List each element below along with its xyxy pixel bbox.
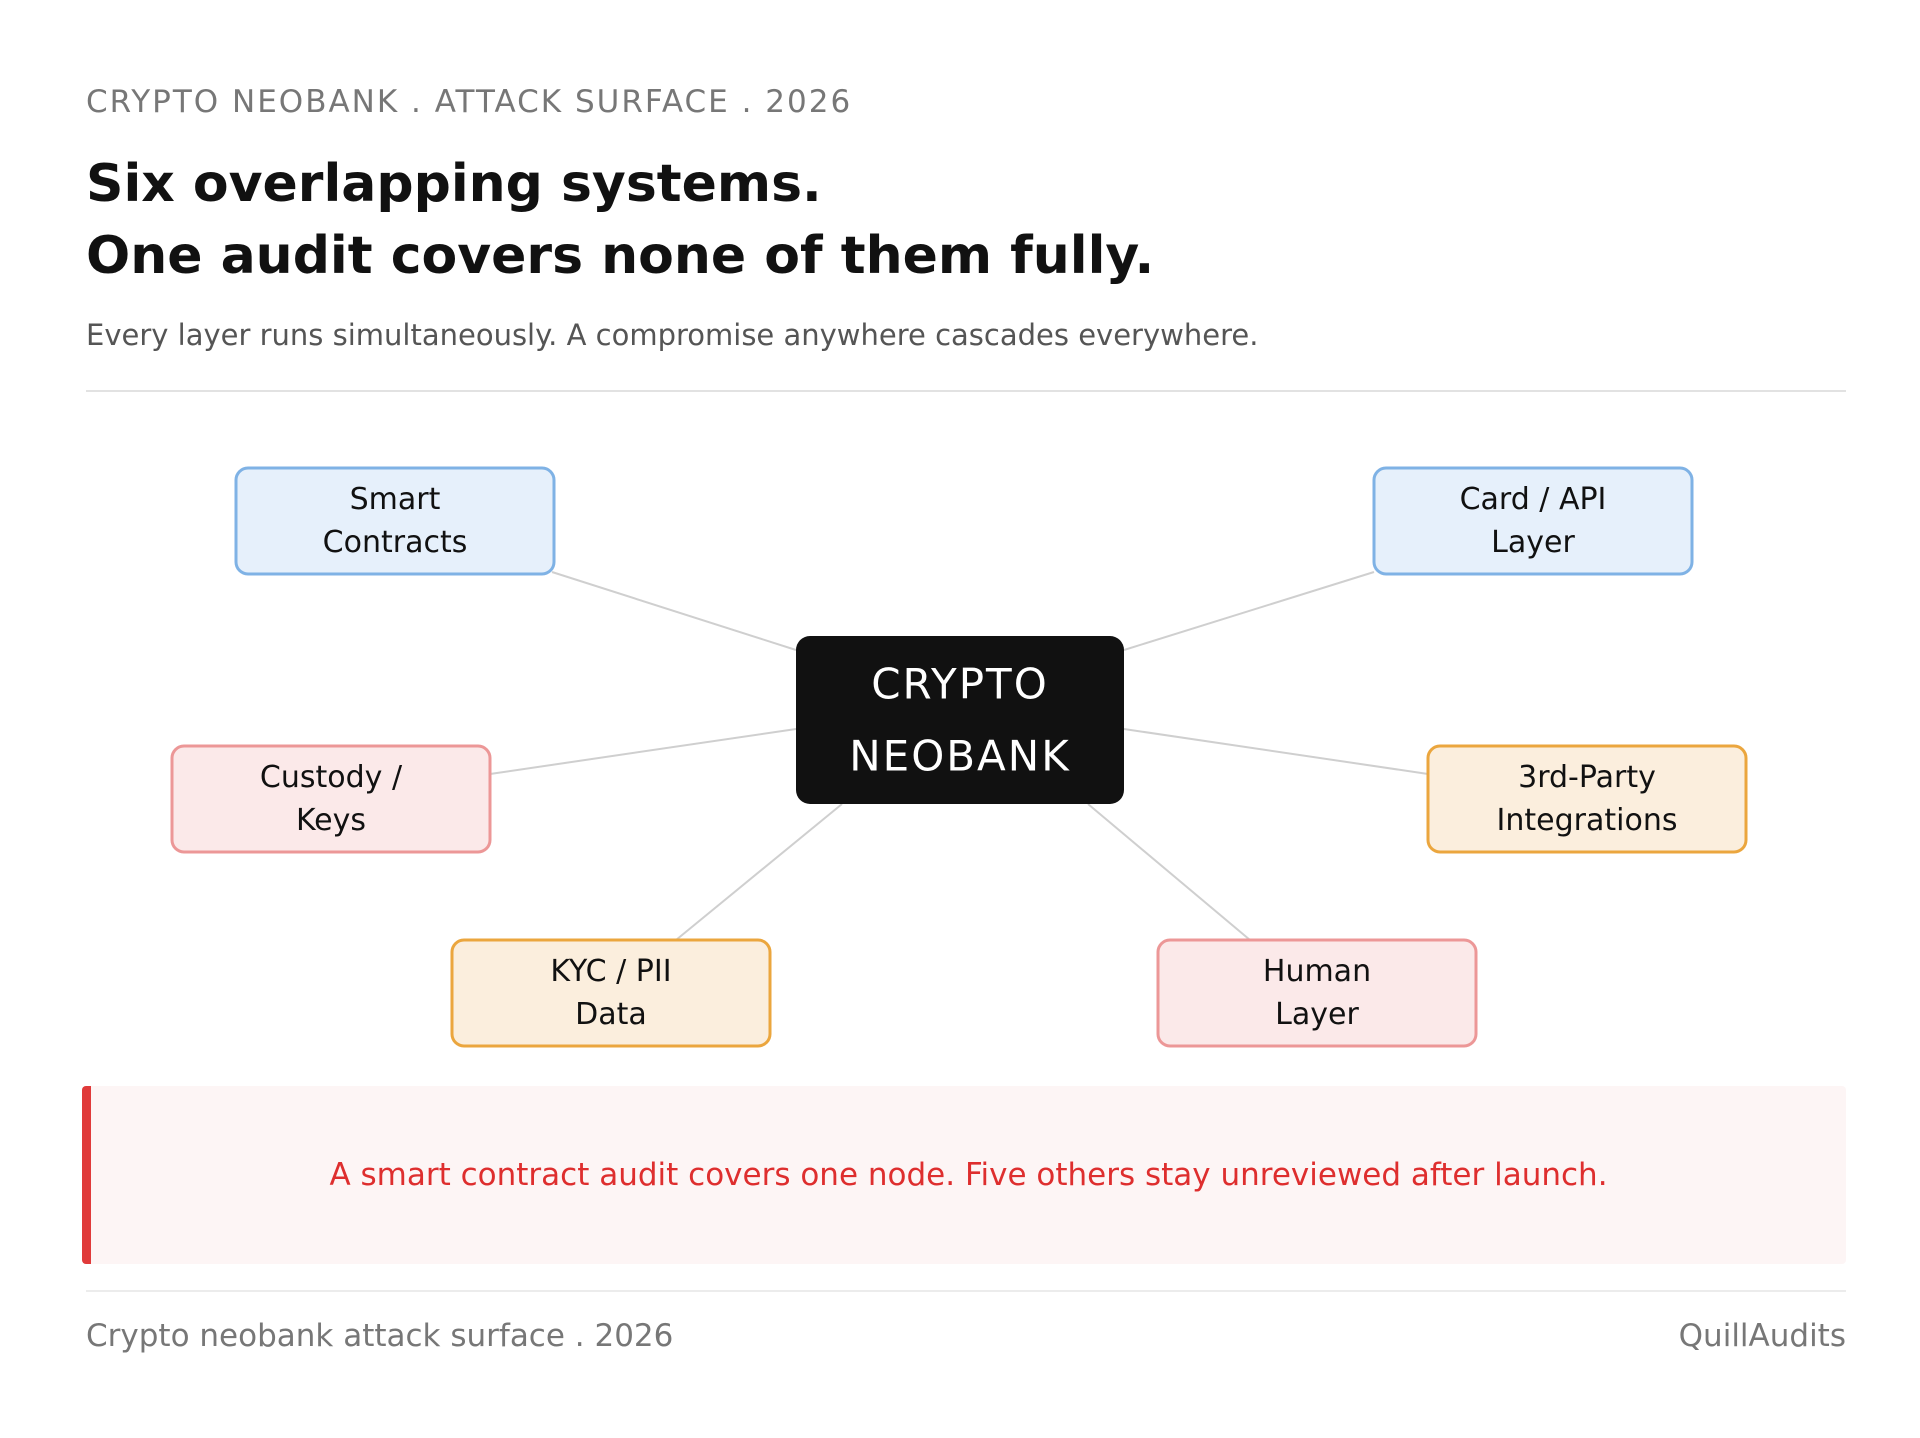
title-line-2: One audit covers none of them fully. [86,226,1155,286]
node-label-smart-contracts-1: Smart [350,482,441,517]
footer-caption: Crypto neobank attack surface . 2026 [86,1318,674,1354]
callout-text: A smart contract audit covers one node. … [329,1157,1608,1193]
center-node-label-2: NEOBANK [849,732,1071,781]
node-label-human-layer-2: Layer [1275,997,1359,1032]
node-label-third-party-integrations-1: 3rd-Party [1518,760,1656,795]
node-box-human-layer [1156,938,1478,1048]
center-node-label-1: CRYPTO [871,660,1049,709]
node-kyc-pii-data: KYC / PII Data [450,938,772,1048]
node-label-custody-keys-2: Keys [296,803,366,838]
edge-third-party-integrations [1123,728,1429,775]
node-box-third-party-integrations [1426,744,1748,854]
page-title: Six overlapping systems. One audit cover… [86,148,1154,292]
node-label-third-party-integrations-2: Integrations [1497,803,1678,838]
header-divider [86,390,1846,392]
footer-divider [86,1290,1846,1292]
node-label-smart-contracts-2: Contracts [323,525,468,560]
node-box-card-api-layer [1372,466,1694,576]
node-label-human-layer-1: Human [1263,954,1371,989]
edge-smart-contracts [551,571,797,651]
node-label-card-api-layer-1: Card / API [1460,482,1607,517]
center-node: CRYPTO NEOBANK [796,636,1124,804]
node-label-custody-keys-1: Custody / [260,760,403,795]
edge-human-layer [1087,803,1251,941]
node-label-kyc-pii-data-2: Data [575,997,647,1032]
center-node-box [796,636,1124,804]
node-box-custody-keys [170,744,492,854]
node-custody-keys: Custody / Keys [170,744,492,854]
node-label-card-api-layer-2: Layer [1491,525,1575,560]
node-box-kyc-pii-data [450,938,772,1048]
footer-brand: QuillAudits [1678,1318,1846,1354]
node-card-api-layer: Card / API Layer [1372,466,1694,576]
eyebrow: CRYPTO NEOBANK . ATTACK SURFACE . 2026 [86,84,853,120]
edge-kyc-pii-data [675,803,843,941]
callout-box: A smart contract audit covers one node. … [82,1086,1846,1264]
subtitle: Every layer runs simultaneously. A compr… [86,318,1259,352]
title-line-1: Six overlapping systems. [86,154,822,214]
node-box-smart-contracts [234,466,556,576]
node-label-kyc-pii-data-1: KYC / PII [550,954,671,989]
edge-card-api-layer [1123,571,1375,651]
edge-custody-keys [489,728,797,775]
